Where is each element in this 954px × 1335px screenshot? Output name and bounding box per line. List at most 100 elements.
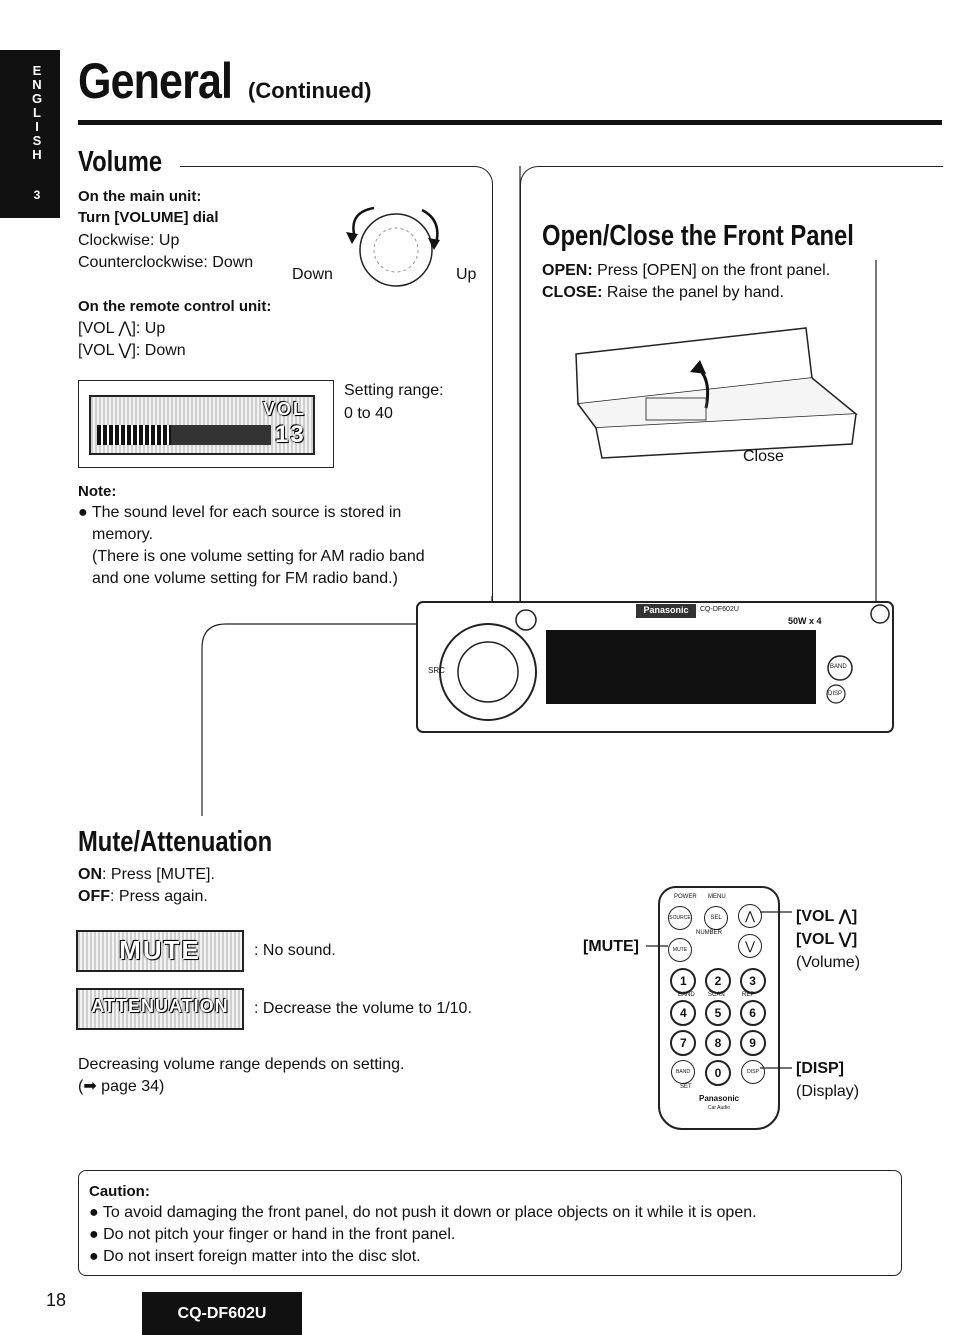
brand-label: Panasonic <box>643 605 689 615</box>
language-letters: E N G L I S H <box>30 64 44 162</box>
remote-digit-row: 7 8 9 <box>666 1030 770 1056</box>
attenuation-description: : Decrease the volume to 1/10. <box>254 1000 472 1017</box>
remote-vol-up-callout: [VOL ⋀] <box>796 908 858 925</box>
mute-lcd: MUTE <box>76 930 244 972</box>
main-unit-label: On the main unit: <box>78 188 202 205</box>
volume-caption: (Volume) <box>796 954 861 971</box>
mute-heading: Mute/Attenuation <box>78 826 273 858</box>
off-text: : Press again. <box>110 888 208 905</box>
remote-digit-button: 6 <box>739 1000 766 1026</box>
display-caption: (Display) <box>796 1083 860 1100</box>
caution-box: Caution: ● To avoid damaging the front p… <box>78 1170 902 1276</box>
remote-digit-row: 1 2 3 <box>666 968 770 994</box>
note-line: memory. <box>92 526 154 543</box>
model-tab: CQ-DF602U <box>142 1292 302 1335</box>
remote-brand-label: Panasonic <box>698 1094 739 1103</box>
remote-vol-down-icon: ⋁ <box>738 934 762 958</box>
arrowhead-icon <box>346 232 358 244</box>
lang-letter: H <box>32 147 42 162</box>
open-text: Press [OPEN] on the front panel. <box>597 262 831 279</box>
caution-item: ● Do not insert foreign matter into the … <box>89 1248 421 1265</box>
remote-vol-down-callout: [VOL ⋁] <box>796 931 858 948</box>
head-unit-display <box>546 630 816 704</box>
close-caption: Close <box>743 448 784 465</box>
head-unit-illustration: Panasonic CQ-DF602U 50W x 4 SRC BAND DIS… <box>416 600 894 734</box>
remote-digit-button: 3 <box>739 968 766 994</box>
panel-base <box>595 413 857 459</box>
dial-inner <box>373 227 419 273</box>
remote-power-label: POWER <box>674 894 697 900</box>
lang-letter: S <box>32 133 42 148</box>
range-label: Setting range: <box>344 382 444 399</box>
remote-band-label: BAND <box>678 992 695 998</box>
note-line: (There is one volume setting for AM radi… <box>92 548 425 565</box>
language-tab: E N G L I S H 3 <box>0 50 60 218</box>
remote-control-illustration: POWER MENU SOURCE SEL ⋀ NUMBER MUTE ⋁ 1 … <box>658 886 780 1130</box>
disp-button <box>826 684 846 704</box>
band-label: BAND <box>830 664 847 670</box>
remote-band-button: BAND <box>671 1060 695 1084</box>
remote-digit-button: 5 <box>704 1000 731 1026</box>
dial-arrow-left-icon <box>352 206 375 235</box>
remote-digit-button: 7 <box>670 1030 697 1056</box>
range-value: 0 to 40 <box>344 405 393 422</box>
remote-digit-button: 4 <box>670 1000 697 1026</box>
close-text: Raise the panel by hand. <box>606 284 784 301</box>
caution-text: Do not pitch your finger or hand in the … <box>103 1226 456 1243</box>
open-label: OPEN: <box>542 262 593 279</box>
attenuation-lcd: ATTENUATION <box>76 988 244 1030</box>
volume-level-fill <box>171 425 271 445</box>
remote-up-text: [VOL ⋀]: Up <box>78 320 166 337</box>
page-reference: (➡ page 34) <box>78 1078 165 1095</box>
lang-letter: L <box>33 105 41 120</box>
remote-mute-button: MUTE <box>668 938 692 962</box>
caution-text: Do not insert foreign matter into the di… <box>103 1248 421 1265</box>
disp-label: DISP <box>828 691 843 697</box>
volume-knob <box>457 641 519 703</box>
remote-mute-callout: [MUTE] <box>583 938 639 955</box>
volume-heading: Volume <box>78 146 169 179</box>
remote-disp-callout: [DISP] <box>796 1060 844 1077</box>
page-subtitle: (Continued) <box>248 78 372 103</box>
remote-bottom-row: BAND 0 DISP <box>666 1060 770 1086</box>
main-unit-action: Turn [VOLUME] dial <box>78 209 219 226</box>
volume-lcd-frame: VOL 13 <box>78 380 334 468</box>
note-label: Note: <box>78 483 117 500</box>
close-label: CLOSE: <box>542 284 603 301</box>
open-button <box>515 609 537 631</box>
src-label: SRC <box>428 666 445 675</box>
band-button <box>827 655 853 681</box>
power-label: 50W x 4 <box>788 616 822 626</box>
lcd-vol-text: VOL <box>263 399 307 419</box>
volume-frame <box>180 166 493 607</box>
page-number: 18 <box>46 1290 67 1310</box>
remote-digit-button: 9 <box>739 1030 766 1056</box>
remote-label: On the remote control unit: <box>78 298 272 315</box>
release-button <box>870 604 890 624</box>
remote-sel-button: SEL <box>704 906 728 930</box>
counterclockwise-text: Counterclockwise: Down <box>78 254 254 271</box>
model-label: CQ-DF602U <box>700 606 739 613</box>
range-note: Decreasing volume range depends on setti… <box>78 1056 405 1073</box>
lcd-mute-text: MUTE <box>119 935 201 965</box>
on-text: : Press [MUTE]. <box>102 866 215 883</box>
mute-description: : No sound. <box>254 942 336 959</box>
head-unit-body <box>416 601 894 733</box>
remote-digit-button: 1 <box>670 968 697 994</box>
open-instruction: OPEN: Press [OPEN] on the front panel. <box>542 260 830 282</box>
mute-on-line: ON: Press [MUTE]. <box>78 864 215 886</box>
remote-digit-row: 4 5 6 <box>666 1000 770 1026</box>
remote-set-label: SET <box>680 1084 692 1090</box>
arrowhead-icon <box>690 360 706 374</box>
lang-letter: G <box>31 91 43 106</box>
remote-down-text: [VOL ⋁]: Down <box>78 342 186 359</box>
remote-digit-button: 8 <box>704 1030 731 1056</box>
close-instruction: CLOSE: Raise the panel by hand. <box>542 282 784 304</box>
dial-down-label: Down <box>292 266 333 283</box>
note-bullet-line: ● The sound level for each source is sto… <box>78 504 402 521</box>
open-close-heading: Open/Close the Front Panel <box>542 220 854 252</box>
arrowhead-icon <box>428 238 440 250</box>
section-number: 3 <box>33 188 41 202</box>
connector-line <box>201 623 456 816</box>
